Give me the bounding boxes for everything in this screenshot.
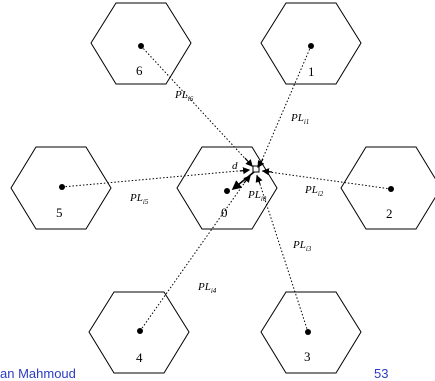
path-loss-label-4: PLi4 xyxy=(197,281,217,295)
hexagon-cell-0 xyxy=(176,146,278,230)
cell-label-3: 3 xyxy=(304,349,311,364)
distance-d-label: d xyxy=(232,160,238,172)
base-station-6 xyxy=(138,43,144,49)
path-loss-label-1: PLi1 xyxy=(290,112,309,126)
path-loss-label-6: PLi6 xyxy=(174,89,194,103)
link-line-4 xyxy=(139,174,251,332)
arrowheads xyxy=(239,157,273,185)
arrow-from-4 xyxy=(243,175,251,184)
footer-author: an Mahmoud xyxy=(0,366,76,381)
path-loss-label-5: PLi5 xyxy=(129,192,149,206)
cell-label-4: 4 xyxy=(136,350,143,365)
path-loss-label-3: PLi3 xyxy=(292,239,312,253)
hexagon-cell-5 xyxy=(10,146,112,230)
cell-label-0: 0 xyxy=(221,205,228,220)
hexagon-cells xyxy=(10,2,435,374)
hexagon-cell-6 xyxy=(90,2,192,85)
distance-d-line xyxy=(231,171,255,191)
hexagon-cell-1 xyxy=(260,2,362,85)
base-station-1 xyxy=(308,43,314,49)
base-station-5 xyxy=(59,184,65,190)
mobile-station xyxy=(231,165,260,191)
mobile-station-box xyxy=(252,165,260,173)
base-station-4 xyxy=(137,328,143,334)
arrow-from-2 xyxy=(261,168,273,176)
cell-label-5: 5 xyxy=(56,205,63,220)
cell-label-2: 2 xyxy=(386,206,393,221)
path-loss-label-0: PLi0 xyxy=(247,189,267,203)
hexagon-cell-2 xyxy=(340,146,435,230)
link-line-2 xyxy=(261,170,392,190)
link-line-5 xyxy=(61,169,250,188)
link-line-3 xyxy=(256,174,309,333)
link-lines xyxy=(61,45,392,333)
arrow-from-3 xyxy=(255,174,263,185)
base-station-3 xyxy=(305,329,311,335)
hexagon-cell-4 xyxy=(88,291,190,374)
cell-label-1: 1 xyxy=(308,64,315,79)
footer-page-number: 53 xyxy=(374,366,389,381)
link-line-1 xyxy=(258,45,312,168)
arrow-from-6 xyxy=(244,157,253,167)
path-loss-label-2: PLi2 xyxy=(304,184,324,198)
arrow-from-5 xyxy=(239,167,251,175)
cell-labels: 0 1 2 3 4 5 6 xyxy=(56,63,393,365)
hexagon-cell-3 xyxy=(260,291,362,374)
path-loss-labels: PLi1 PLi2 PLi3 PLi4 PLi5 PLi6 PLi0 xyxy=(129,89,324,295)
base-stations xyxy=(59,43,394,335)
link-line-6 xyxy=(140,45,253,167)
cell-label-6: 6 xyxy=(136,63,143,78)
base-station-2 xyxy=(388,186,394,192)
base-station-0 xyxy=(224,188,230,194)
